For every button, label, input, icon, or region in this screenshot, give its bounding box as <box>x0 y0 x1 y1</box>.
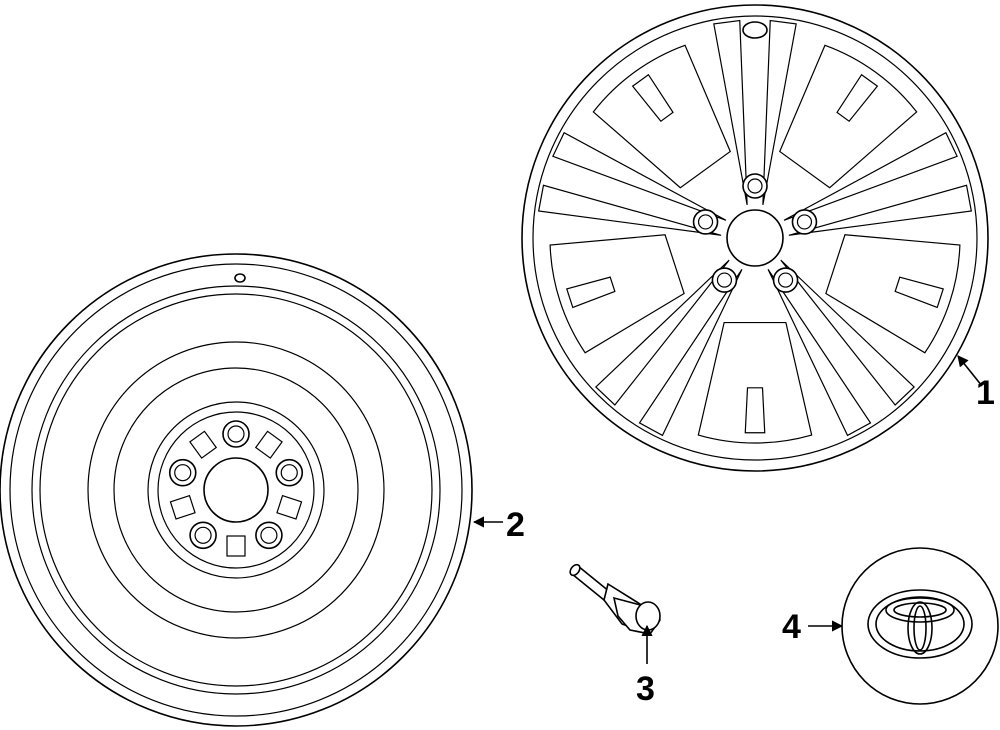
wheel-hub <box>726 209 784 267</box>
wheel-spokes <box>537 19 973 444</box>
callout-2-label: 2 <box>506 506 525 544</box>
callout-1: 1 <box>957 355 995 412</box>
callout-3-label: 3 <box>636 670 655 708</box>
callout-4-label: 4 <box>782 608 801 646</box>
callout-3: 3 <box>636 624 655 708</box>
valve-hole <box>742 21 768 39</box>
wheel-lug-holes <box>692 173 818 293</box>
lug-nut[interactable] <box>568 563 661 636</box>
callout-1-label: 1 <box>976 374 995 412</box>
center-cap[interactable] <box>841 547 999 705</box>
spare-valve-hole <box>234 273 246 283</box>
callout-4: 4 <box>782 608 844 646</box>
spare-lug-holes <box>168 420 304 557</box>
alloy-wheel[interactable] <box>521 4 989 472</box>
toyota-logo-icon <box>867 589 973 659</box>
spare-wheel[interactable] <box>0 253 473 727</box>
callout-2: 2 <box>472 506 525 544</box>
